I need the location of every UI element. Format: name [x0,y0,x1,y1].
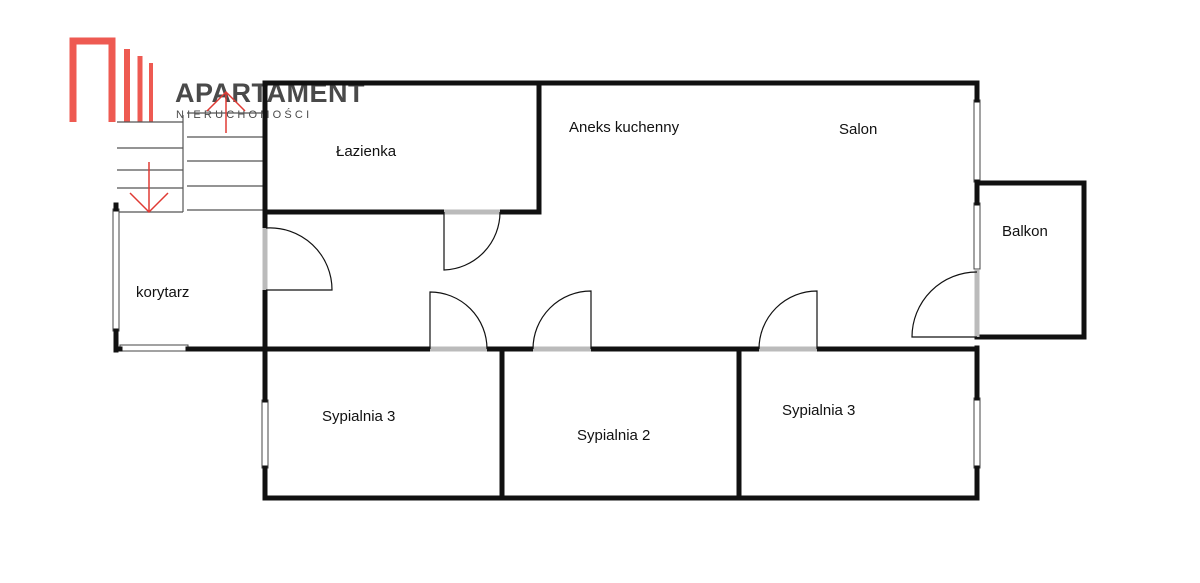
door-swings [265,211,978,350]
stairs-up-arrow-icon [206,90,246,133]
room-label-korytarz: korytarz [136,284,189,301]
room-label-sypialnia-mid: Sypialnia 2 [577,427,650,444]
room-labels: Łazienka Aneks kuchenny Salon Balkon kor… [136,119,1048,444]
stairs-down-arrow-icon [129,162,169,214]
room-label-sypialnia-left: Sypialnia 3 [322,408,395,425]
walls [113,80,1087,501]
staircase [117,112,265,213]
door-openings [262,209,980,352]
logo-mark-icon [69,37,153,122]
room-label-lazienka: Łazienka [336,143,397,160]
logo-subtitle: NIERUCHOMOŚCI [176,108,312,121]
room-label-sypialnia-right: Sypialnia 3 [782,402,855,419]
room-label-aneks-kuchenny: Aneks kuchenny [569,119,680,136]
room-label-salon: Salon [839,121,877,138]
room-label-balkon: Balkon [1002,223,1048,240]
